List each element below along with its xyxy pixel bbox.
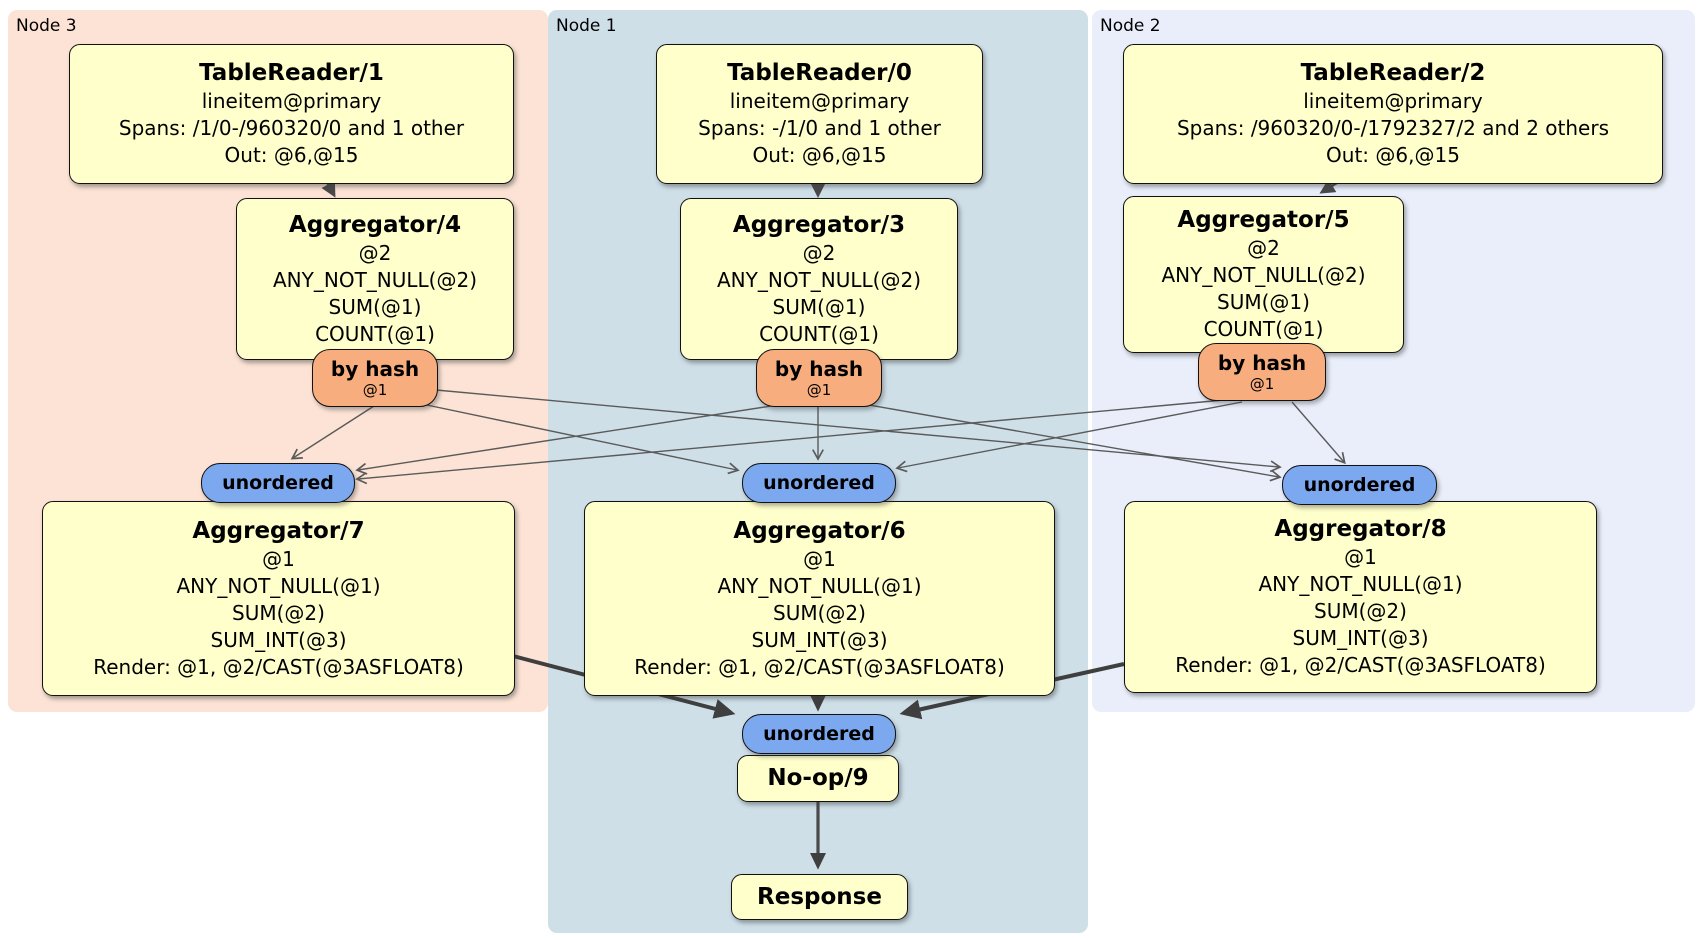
processor-line: ANY_NOT_NULL(@2)	[273, 267, 477, 292]
processor-line: @2	[802, 240, 836, 265]
processor-aggregator-8: Aggregator/8 @1 ANY_NOT_NULL(@1) SUM(@2)…	[1124, 501, 1597, 693]
processor-line: SUM_INT(@3)	[751, 627, 888, 652]
processor-line: SUM(@2)	[232, 600, 325, 625]
processor-line: ANY_NOT_NULL(@2)	[717, 267, 921, 292]
processor-line: COUNT(@1)	[759, 321, 879, 346]
processor-line: Out: @6,@15	[1326, 143, 1460, 167]
processor-line: lineitem@primary	[201, 89, 382, 113]
node2-region-label: Node 2	[1100, 16, 1161, 36]
processor-title: Aggregator/6	[733, 517, 906, 544]
processor-title: Aggregator/3	[732, 211, 906, 238]
processor-tablereader-1: TableReader/1 lineitem@primary Spans: /1…	[69, 44, 514, 184]
processor-line: SUM(@1)	[772, 294, 866, 319]
processor-line: @1	[262, 546, 295, 571]
processor-line: COUNT(@1)	[1203, 317, 1324, 341]
processor-aggregator-5: Aggregator/5 @2 ANY_NOT_NULL(@2) SUM(@1)…	[1123, 196, 1404, 353]
processor-line: SUM(@2)	[1314, 599, 1407, 623]
processor-line: COUNT(@1)	[315, 321, 435, 346]
processor-line: @2	[358, 240, 392, 265]
edge-router3-sync8	[851, 401, 1282, 482]
processor-noop-9: No-op/9	[737, 755, 899, 802]
processor-line: Render: @1, @2/CAST(@3ASFLOAT8)	[634, 654, 1005, 679]
processor-line: @1	[1344, 545, 1377, 569]
processor-response: Response	[731, 874, 908, 920]
edge-router4-sync6	[421, 403, 740, 475]
processor-line: lineitem@primary	[1303, 89, 1483, 113]
processor-line: SUM(@1)	[1217, 290, 1310, 314]
edge-router4-sync7	[290, 405, 375, 460]
router-detail: @1	[806, 381, 832, 399]
processor-line: SUM(@2)	[773, 600, 866, 625]
processor-title: Aggregator/4	[288, 211, 462, 238]
sync-unordered-8: unordered	[1282, 465, 1437, 505]
processor-title: Aggregator/7	[192, 517, 365, 544]
processor-title: TableReader/2	[1300, 60, 1486, 86]
edge-router3-sync7	[355, 403, 785, 475]
processor-line: Out: @6,@15	[224, 143, 359, 167]
edge-router4-sync8	[435, 389, 1282, 473]
router-by-hash-3: by hash @1	[756, 349, 882, 407]
processor-line: SUM(@1)	[328, 294, 422, 319]
router-by-hash-4: by hash @1	[312, 349, 438, 407]
processor-line: ANY_NOT_NULL(@1)	[717, 573, 922, 598]
processor-line: SUM_INT(@3)	[210, 627, 347, 652]
router-label: by hash	[330, 357, 420, 381]
processor-line: lineitem@primary	[729, 89, 910, 113]
processor-title: TableReader/1	[199, 60, 384, 86]
processor-aggregator-4: Aggregator/4 @2 ANY_NOT_NULL(@2) SUM(@1)…	[236, 198, 514, 360]
processor-title: No-op/9	[767, 765, 869, 791]
processor-line: Render: @1, @2/CAST(@3ASFLOAT8)	[1175, 653, 1546, 677]
router-label: by hash	[1217, 351, 1307, 375]
router-detail: @1	[1249, 375, 1275, 393]
processor-line: @1	[803, 546, 836, 571]
processor-line: Render: @1, @2/CAST(@3ASFLOAT8)	[93, 654, 464, 679]
processor-line: ANY_NOT_NULL(@1)	[176, 573, 381, 598]
processor-aggregator-3: Aggregator/3 @2 ANY_NOT_NULL(@2) SUM(@1)…	[680, 198, 958, 360]
processor-aggregator-7: Aggregator/7 @1 ANY_NOT_NULL(@1) SUM(@2)…	[42, 501, 515, 696]
sync-unordered-6: unordered	[742, 463, 896, 503]
router-by-hash-5: by hash @1	[1198, 343, 1326, 401]
processor-aggregator-6: Aggregator/6 @1 ANY_NOT_NULL(@1) SUM(@2)…	[584, 501, 1055, 696]
processor-title: TableReader/0	[727, 60, 912, 86]
processor-line: Out: @6,@15	[752, 143, 887, 167]
processor-tablereader-2: TableReader/2 lineitem@primary Spans: /9…	[1123, 44, 1663, 184]
processor-line: SUM_INT(@3)	[1292, 626, 1429, 650]
sync-unordered-7: unordered	[201, 463, 355, 503]
router-label: by hash	[774, 357, 864, 381]
processor-title: Aggregator/5	[1177, 207, 1350, 233]
node3-region-label: Node 3	[16, 16, 77, 36]
processor-line: Spans: /1/0-/960320/0 and 1 other	[118, 116, 465, 140]
router-detail: @1	[362, 381, 388, 399]
processor-tablereader-0: TableReader/0 lineitem@primary Spans: -/…	[656, 44, 983, 184]
node1-region-label: Node 1	[556, 16, 617, 36]
sync-unordered-final: unordered	[742, 714, 896, 754]
edge-router5-sync7	[355, 399, 1225, 485]
processor-line: ANY_NOT_NULL(@1)	[1258, 572, 1463, 596]
edge-router5-sync6	[895, 401, 1243, 473]
processor-title: Response	[757, 883, 882, 910]
processor-title: Aggregator/8	[1274, 516, 1447, 542]
edge-router5-sync8	[1291, 401, 1346, 465]
processor-line: Spans: -/1/0 and 1 other	[698, 116, 941, 140]
processor-line: @2	[1247, 236, 1280, 260]
processor-line: Spans: /960320/0-/1792327/2 and 2 others	[1176, 116, 1609, 140]
processor-line: ANY_NOT_NULL(@2)	[1161, 263, 1366, 287]
